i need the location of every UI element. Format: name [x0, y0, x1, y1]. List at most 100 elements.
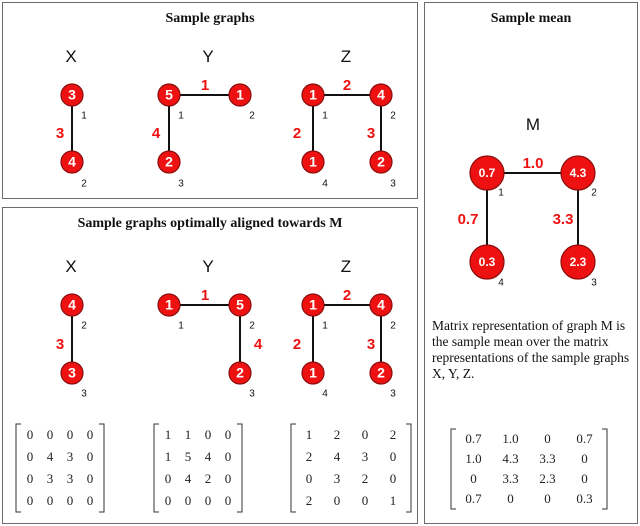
matrix-x-right-bracket	[99, 423, 105, 513]
matrix-z-right-bracket	[406, 423, 412, 513]
matrix-z-cell-2-2: 2	[362, 471, 369, 486]
matrix-x-cell-2-0: 0	[27, 471, 34, 486]
matrix-y-cell-0-2: 0	[205, 427, 212, 442]
matrix-y-cell-2-3: 0	[225, 471, 232, 486]
sample-z-node-value-3: 2	[377, 154, 385, 170]
matrix-z-cell-0-0: 1	[306, 427, 313, 442]
matrix-x-cell-3-0: 0	[27, 493, 34, 508]
matrix-m-cell-0-1: 1.0	[502, 431, 518, 446]
aligned-z-node-3	[369, 361, 393, 385]
aligned-graph-label-x: X	[65, 257, 76, 276]
sample-x-node-1	[60, 83, 84, 107]
matrix-x-cell-3-2: 0	[67, 493, 74, 508]
mean-node-4	[469, 244, 505, 280]
matrix-y-cell-1-1: 5	[185, 449, 192, 464]
matrix-m-cell-1-0: 1.0	[465, 451, 481, 466]
aligned-y-edge-weight-2-3: 4	[254, 336, 263, 353]
aligned-z-node-value-4: 1	[309, 365, 317, 381]
matrix-z-cell-3-3: 1	[390, 493, 397, 508]
matrix-z-cell-0-3: 2	[390, 427, 397, 442]
matrix-y-cell-2-0: 0	[165, 471, 172, 486]
matrix-z-cell-2-1: 3	[334, 471, 341, 486]
sample-graphs-title: Sample graphs	[165, 11, 255, 26]
sample-z-node-2	[369, 83, 393, 107]
matrix-z-cell-0-2: 0	[362, 427, 369, 442]
matrix-m-cell-3-2: 0	[544, 491, 551, 506]
matrix-z-left-bracket	[290, 423, 296, 513]
mean-edge-weight-2-3: 3.3	[553, 211, 574, 228]
aligned-y-node-value-2: 5	[236, 297, 244, 313]
matrix-z-cell-1-2: 3	[362, 449, 369, 464]
matrix-y-cell-2-1: 4	[185, 471, 192, 486]
sample-x-node-index-2: 2	[81, 179, 87, 190]
aligned-z-edge-weight-2-3: 3	[367, 336, 375, 353]
matrix-z-cell-1-1: 4	[334, 449, 341, 464]
matrix-m-cell-1-2: 3.3	[539, 451, 555, 466]
matrix-y-cell-3-1: 0	[185, 493, 192, 508]
matrix-x-cell-0-0: 0	[27, 427, 34, 442]
matrix-y-cell-1-0: 1	[165, 449, 172, 464]
mean-node-value-4: 0.3	[479, 255, 496, 269]
matrix-x-cell-0-3: 0	[87, 427, 94, 442]
sample-y-node-index-1: 1	[178, 111, 184, 122]
matrix-z-cell-1-3: 0	[390, 449, 397, 464]
aligned-z-node-2	[369, 293, 393, 317]
aligned-graphs-title: Sample graphs optimally aligned towards …	[77, 216, 343, 231]
matrix-y-cell-0-1: 1	[185, 427, 192, 442]
aligned-z-node-index-1: 1	[322, 321, 328, 332]
matrix-m-cell-2-0: 0	[470, 471, 477, 486]
aligned-y-node-3	[228, 361, 252, 385]
matrix-x-cell-3-3: 0	[87, 493, 94, 508]
aligned-x-node-index-2: 2	[81, 321, 87, 332]
matrix-x-cell-2-3: 0	[87, 471, 94, 486]
aligned-graph-label-z: Z	[341, 257, 351, 276]
matrix-m-cell-3-1: 0	[507, 491, 514, 506]
sample-z-node-4	[301, 150, 325, 174]
matrix-x-cell-1-1: 4	[47, 449, 54, 464]
sample-y-node-3	[157, 150, 181, 174]
aligned-y-node-value-1: 1	[165, 297, 173, 313]
aligned-x-node-value-3: 3	[68, 365, 76, 381]
aligned-y-node-value-3: 2	[236, 365, 244, 381]
aligned-x-edge-weight-2-3: 3	[56, 336, 64, 353]
matrix-x-cell-0-2: 0	[67, 427, 74, 442]
sample-x-edge-weight-1-2: 3	[56, 125, 64, 142]
mean-node-value-3: 2.3	[570, 255, 587, 269]
aligned-z-edge-weight-1-2: 2	[343, 287, 351, 304]
matrix-m-cell-3-3: 0.3	[576, 491, 592, 506]
aligned-z-node-4	[301, 361, 325, 385]
matrix-y-cell-0-0: 1	[165, 427, 172, 442]
mean-node-index-2: 2	[591, 188, 597, 199]
matrix-z-cell-2-3: 0	[390, 471, 397, 486]
sample-mean-title: Sample mean	[490, 11, 572, 26]
sample-z-node-3	[369, 150, 393, 174]
description-text: Matrix representation of graph M is the …	[432, 318, 630, 381]
aligned-y-node-2	[228, 293, 252, 317]
aligned-x-node-2	[60, 293, 84, 317]
aligned-y-node-1	[157, 293, 181, 317]
sample-z-node-index-4: 4	[322, 179, 328, 190]
matrix-y-cell-0-3: 0	[225, 427, 232, 442]
aligned-graph-label-y: Y	[202, 257, 213, 276]
sample-x-node-2	[60, 150, 84, 174]
aligned-x-node-3	[60, 361, 84, 385]
sample-z-edge-weight-1-2: 2	[343, 77, 351, 94]
matrix-z-cell-2-0: 0	[306, 471, 313, 486]
matrix-y-cell-3-0: 0	[165, 493, 172, 508]
matrix-x-cell-0-1: 0	[47, 427, 54, 442]
matrix-z-cell-1-0: 2	[306, 449, 313, 464]
sample-y-node-index-2: 2	[249, 111, 255, 122]
matrix-x-cell-1-0: 0	[27, 449, 34, 464]
sample-x-node-value-2: 4	[68, 154, 76, 170]
sample-z-node-index-2: 2	[390, 111, 396, 122]
matrix-z-cell-3-2: 0	[362, 493, 369, 508]
sample-y-edge-weight-1-2: 1	[201, 77, 209, 94]
sample-y-node-value-2: 1	[236, 87, 244, 103]
sample-x-node-index-1: 1	[81, 111, 87, 122]
aligned-y-node-index-2: 2	[249, 321, 255, 332]
aligned-x-node-index-3: 3	[81, 389, 87, 400]
matrix-m-cell-1-1: 4.3	[502, 451, 518, 466]
matrix-m-cell-0-2: 0	[544, 431, 551, 446]
matrix-z-cell-3-1: 0	[334, 493, 341, 508]
